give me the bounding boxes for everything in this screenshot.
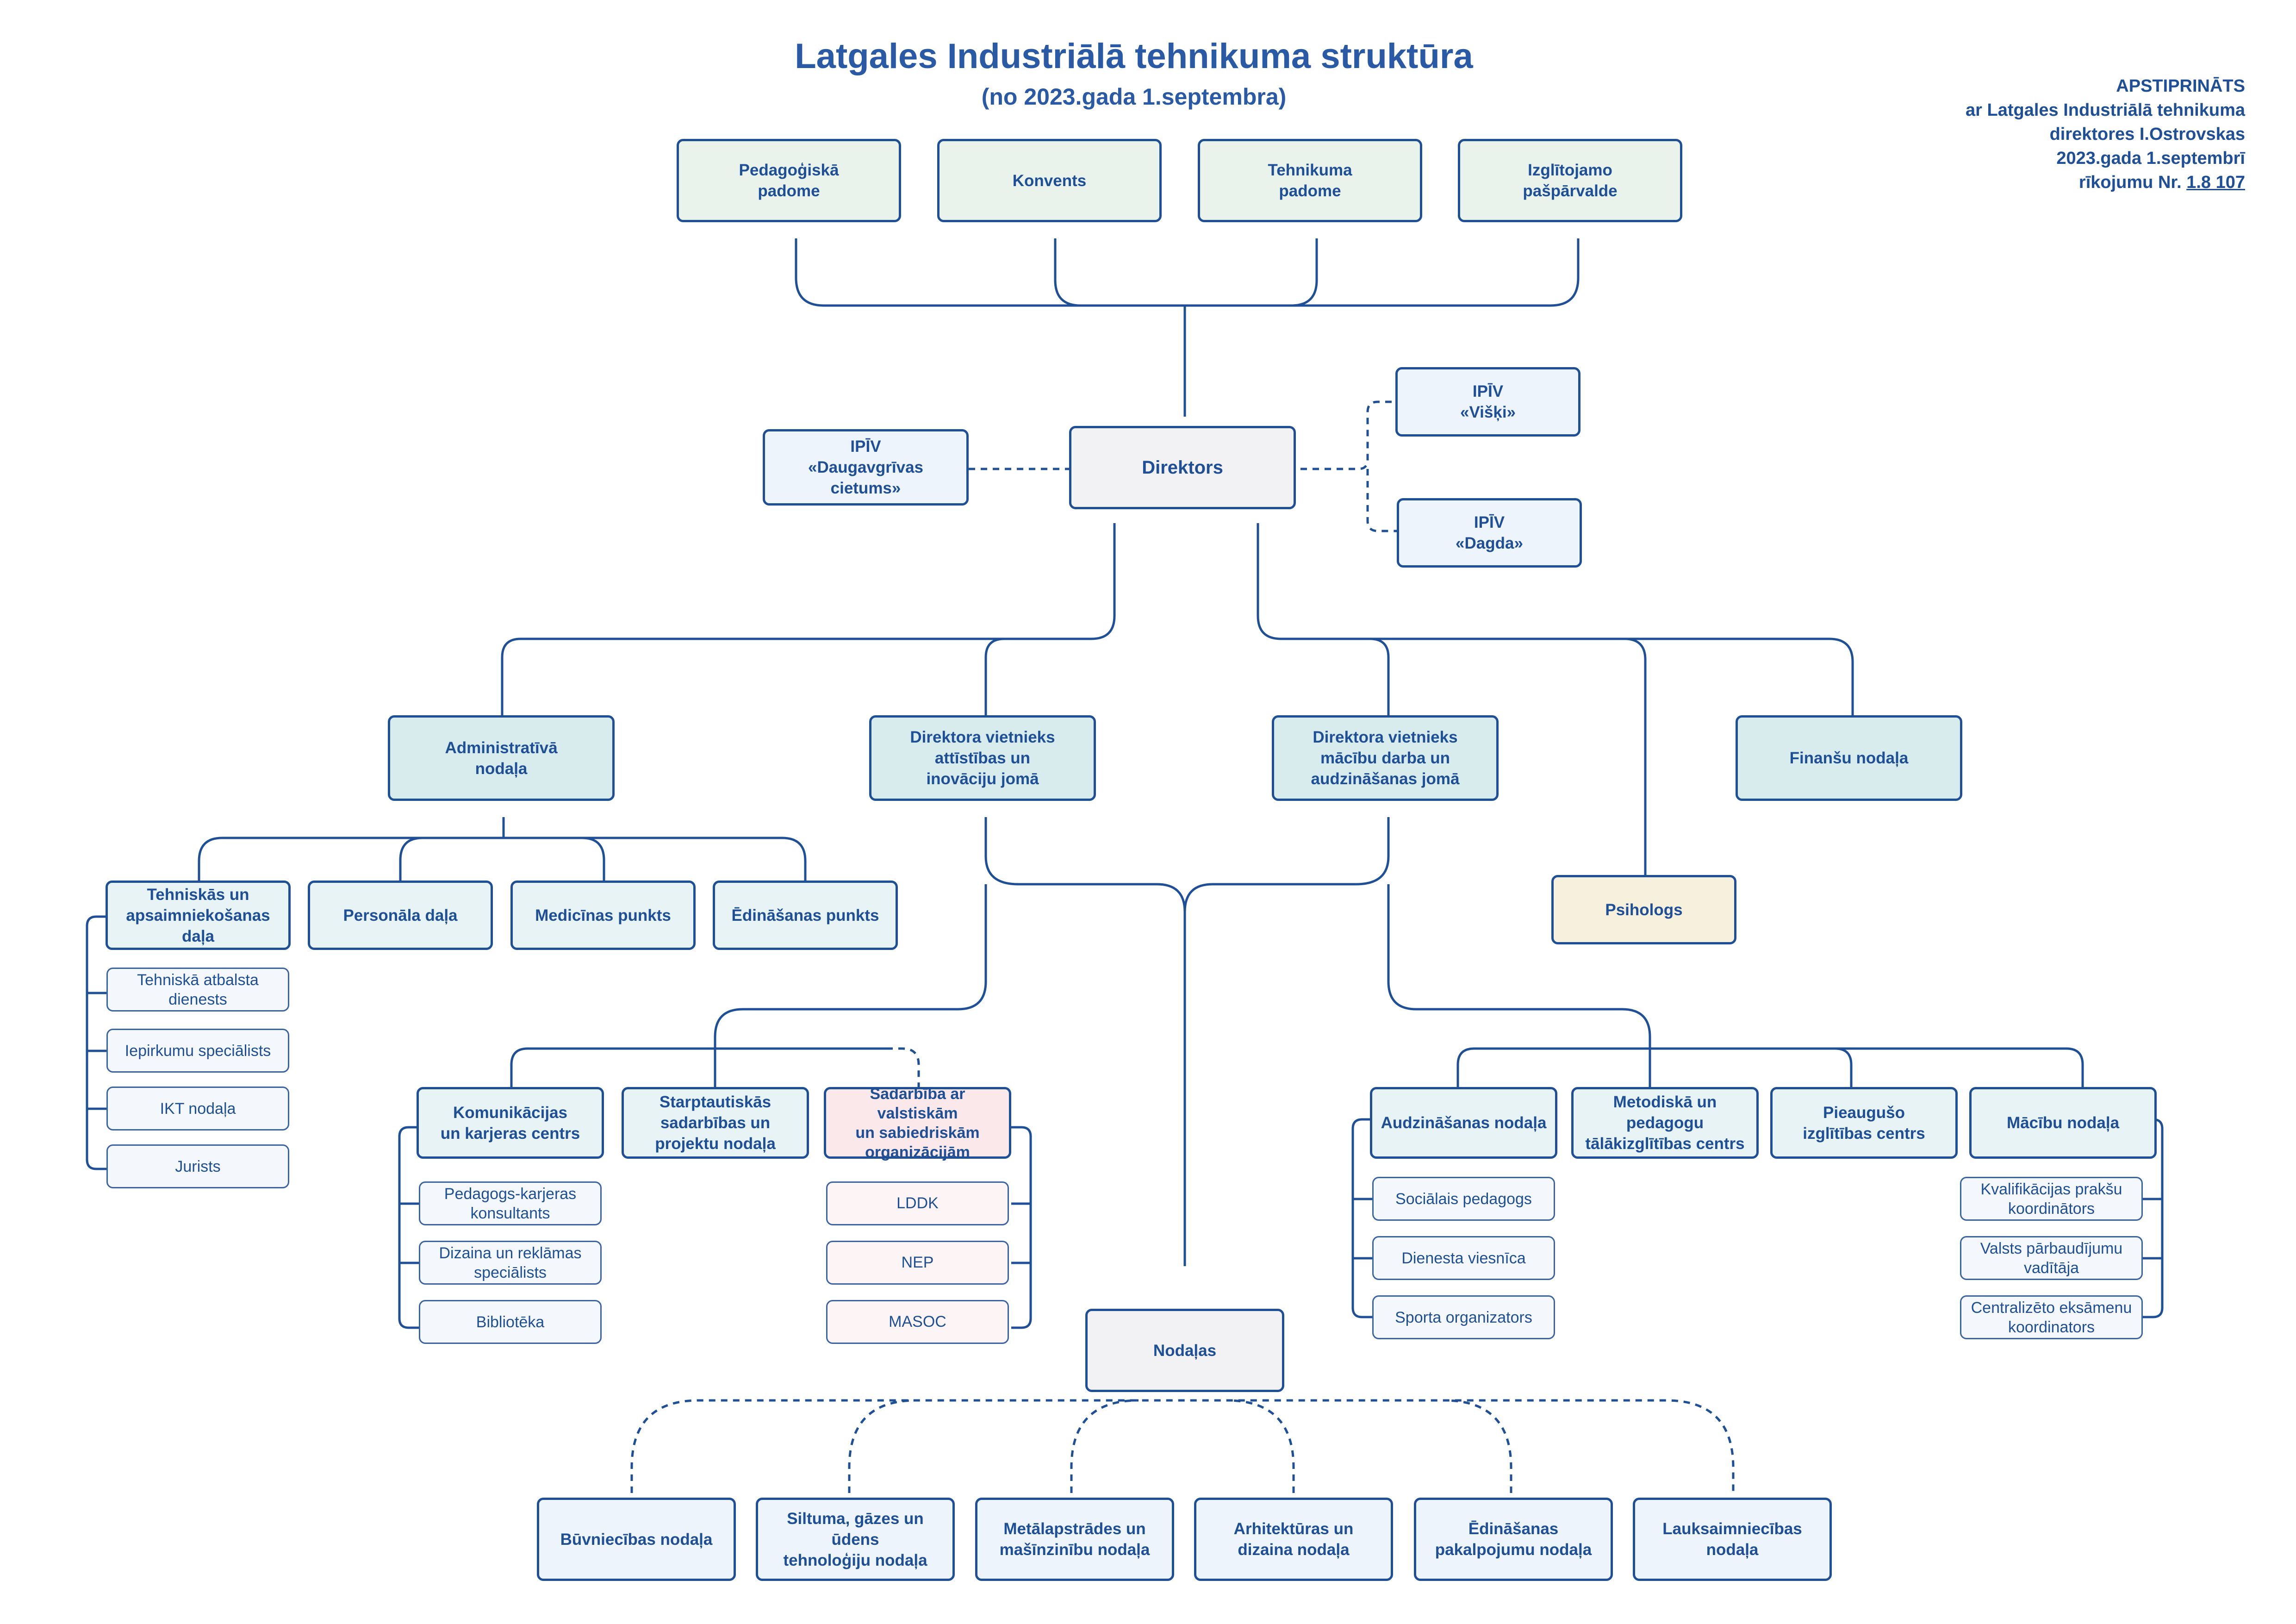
approval-line: APSTIPRINĀTS <box>2116 76 2245 96</box>
centralized-exam-coordinator[interactable]: Centralizēto eksāmenu koordinators <box>1960 1295 2143 1339</box>
technical-maintenance-unit[interactable]: Tehniskās un apsaimniekošanas daļa <box>106 881 291 950</box>
upbringing-department[interactable]: Audzināšanas nodaļa <box>1370 1087 1557 1159</box>
council-convent[interactable]: Konvents <box>937 139 1162 222</box>
psychologist[interactable]: Psihologs <box>1551 875 1736 944</box>
department-architecture-design[interactable]: Arhitektūras un dizaina nodaļa <box>1194 1498 1393 1581</box>
procurement-specialist[interactable]: Iepirkumu speciālists <box>106 1029 289 1073</box>
lawyer[interactable]: Jurists <box>106 1144 289 1188</box>
design-advertising-specialist[interactable]: Dizaina un reklāmas speciālists <box>419 1241 602 1285</box>
career-consultant[interactable]: Pedagogs-karjeras konsultants <box>419 1181 602 1225</box>
branch-dagda[interactable]: IPĪV «Dagda» <box>1397 498 1582 568</box>
international-cooperation-unit[interactable]: Starptautiskās sadarbības un projektu no… <box>622 1087 809 1159</box>
department-construction[interactable]: Būvniecības nodaļa <box>537 1498 736 1581</box>
department-catering-services[interactable]: Ēdināšanas pakalpojumu nodaļa <box>1414 1498 1613 1581</box>
approval-order-number: 1.8 107 <box>2186 173 2245 192</box>
approval-line: 2023.gada 1.septembrī <box>2056 149 2245 168</box>
adult-education-centre[interactable]: Pieaugušo izglītības centrs <box>1770 1087 1958 1159</box>
library[interactable]: Bibliotēka <box>419 1300 602 1344</box>
study-department[interactable]: Mācību nodaļa <box>1969 1087 2157 1159</box>
council-pedagogical[interactable]: Pedagoģiskā padome <box>677 139 901 222</box>
approval-order-label: rīkojumu Nr. <box>2078 173 2187 192</box>
council-technical-school[interactable]: Tehnikuma padome <box>1198 139 1422 222</box>
org-masoc[interactable]: MASOC <box>826 1300 1009 1344</box>
sports-organizer[interactable]: Sporta organizators <box>1372 1295 1555 1339</box>
department-agriculture[interactable]: Lauksaimniecības nodaļa <box>1633 1498 1832 1581</box>
org-nep[interactable]: NEP <box>826 1241 1009 1285</box>
approval-stamp: APSTIPRINĀTS ar Latgales Industriālā teh… <box>1736 74 2245 194</box>
catering-point[interactable]: Ēdināšanas punkts <box>713 881 898 950</box>
department-metalworking[interactable]: Metālapstrādes un mašīnzinību nodaļa <box>975 1498 1174 1581</box>
branch-viski[interactable]: IPĪV «Višķi» <box>1395 367 1580 437</box>
approval-line: rīkojumu Nr. 1.8 107 <box>1736 170 2245 194</box>
approval-line: ar Latgales Industriālā tehnikuma <box>1966 100 2245 120</box>
cooperation-organizations[interactable]: Sadarbība ar valstiskām un sabiedriskām … <box>824 1085 1011 1161</box>
department-heat-gas-water[interactable]: Siltuma, gāzes un ūdens tehnoloģiju noda… <box>756 1498 955 1581</box>
methodical-training-centre[interactable]: Metodiskā un pedagogu tālākizglītības ce… <box>1571 1087 1759 1159</box>
departments-header[interactable]: Nodaļas <box>1085 1309 1284 1392</box>
page-subtitle: (no 2023.gada 1.septembra) <box>981 84 1287 110</box>
internship-coordinator[interactable]: Kvalifikācijas prakšu koordinātors <box>1960 1177 2143 1221</box>
administrative-department[interactable]: Administratīvā nodaļa <box>388 715 615 801</box>
finance-department[interactable]: Finanšu nodaļa <box>1736 715 1962 801</box>
personnel-unit[interactable]: Personāla daļa <box>308 881 493 950</box>
director-box[interactable]: Direktors <box>1069 426 1296 509</box>
org-lddk[interactable]: LDDK <box>826 1181 1009 1225</box>
technical-support-service[interactable]: Tehniskā atbalsta dienests <box>106 968 289 1012</box>
approval-line: direktores I.Ostrovskas <box>2049 125 2245 144</box>
state-exam-leader[interactable]: Valsts pārbaudījumu vadītāja <box>1960 1236 2143 1280</box>
deputy-education[interactable]: Direktora vietnieks mācību darba un audz… <box>1272 715 1499 801</box>
medical-point[interactable]: Medicīnas punkts <box>510 881 696 950</box>
dormitory[interactable]: Dienesta viesnīca <box>1372 1236 1555 1280</box>
branch-daugavgriva[interactable]: IPĪV «Daugavgrīvas cietums» <box>763 429 969 506</box>
communication-career-centre[interactable]: Komunikācijas un karjeras centrs <box>417 1087 604 1159</box>
social-pedagogue[interactable]: Sociālais pedagogs <box>1372 1177 1555 1221</box>
ict-unit[interactable]: IKT nodaļa <box>106 1087 289 1131</box>
deputy-development[interactable]: Direktora vietnieks attīstības un inovāc… <box>869 715 1096 801</box>
page-title: Latgales Industriālā tehnikuma struktūra <box>795 37 1473 76</box>
council-student-government[interactable]: Izglītojamo pašpārvalde <box>1458 139 1682 222</box>
